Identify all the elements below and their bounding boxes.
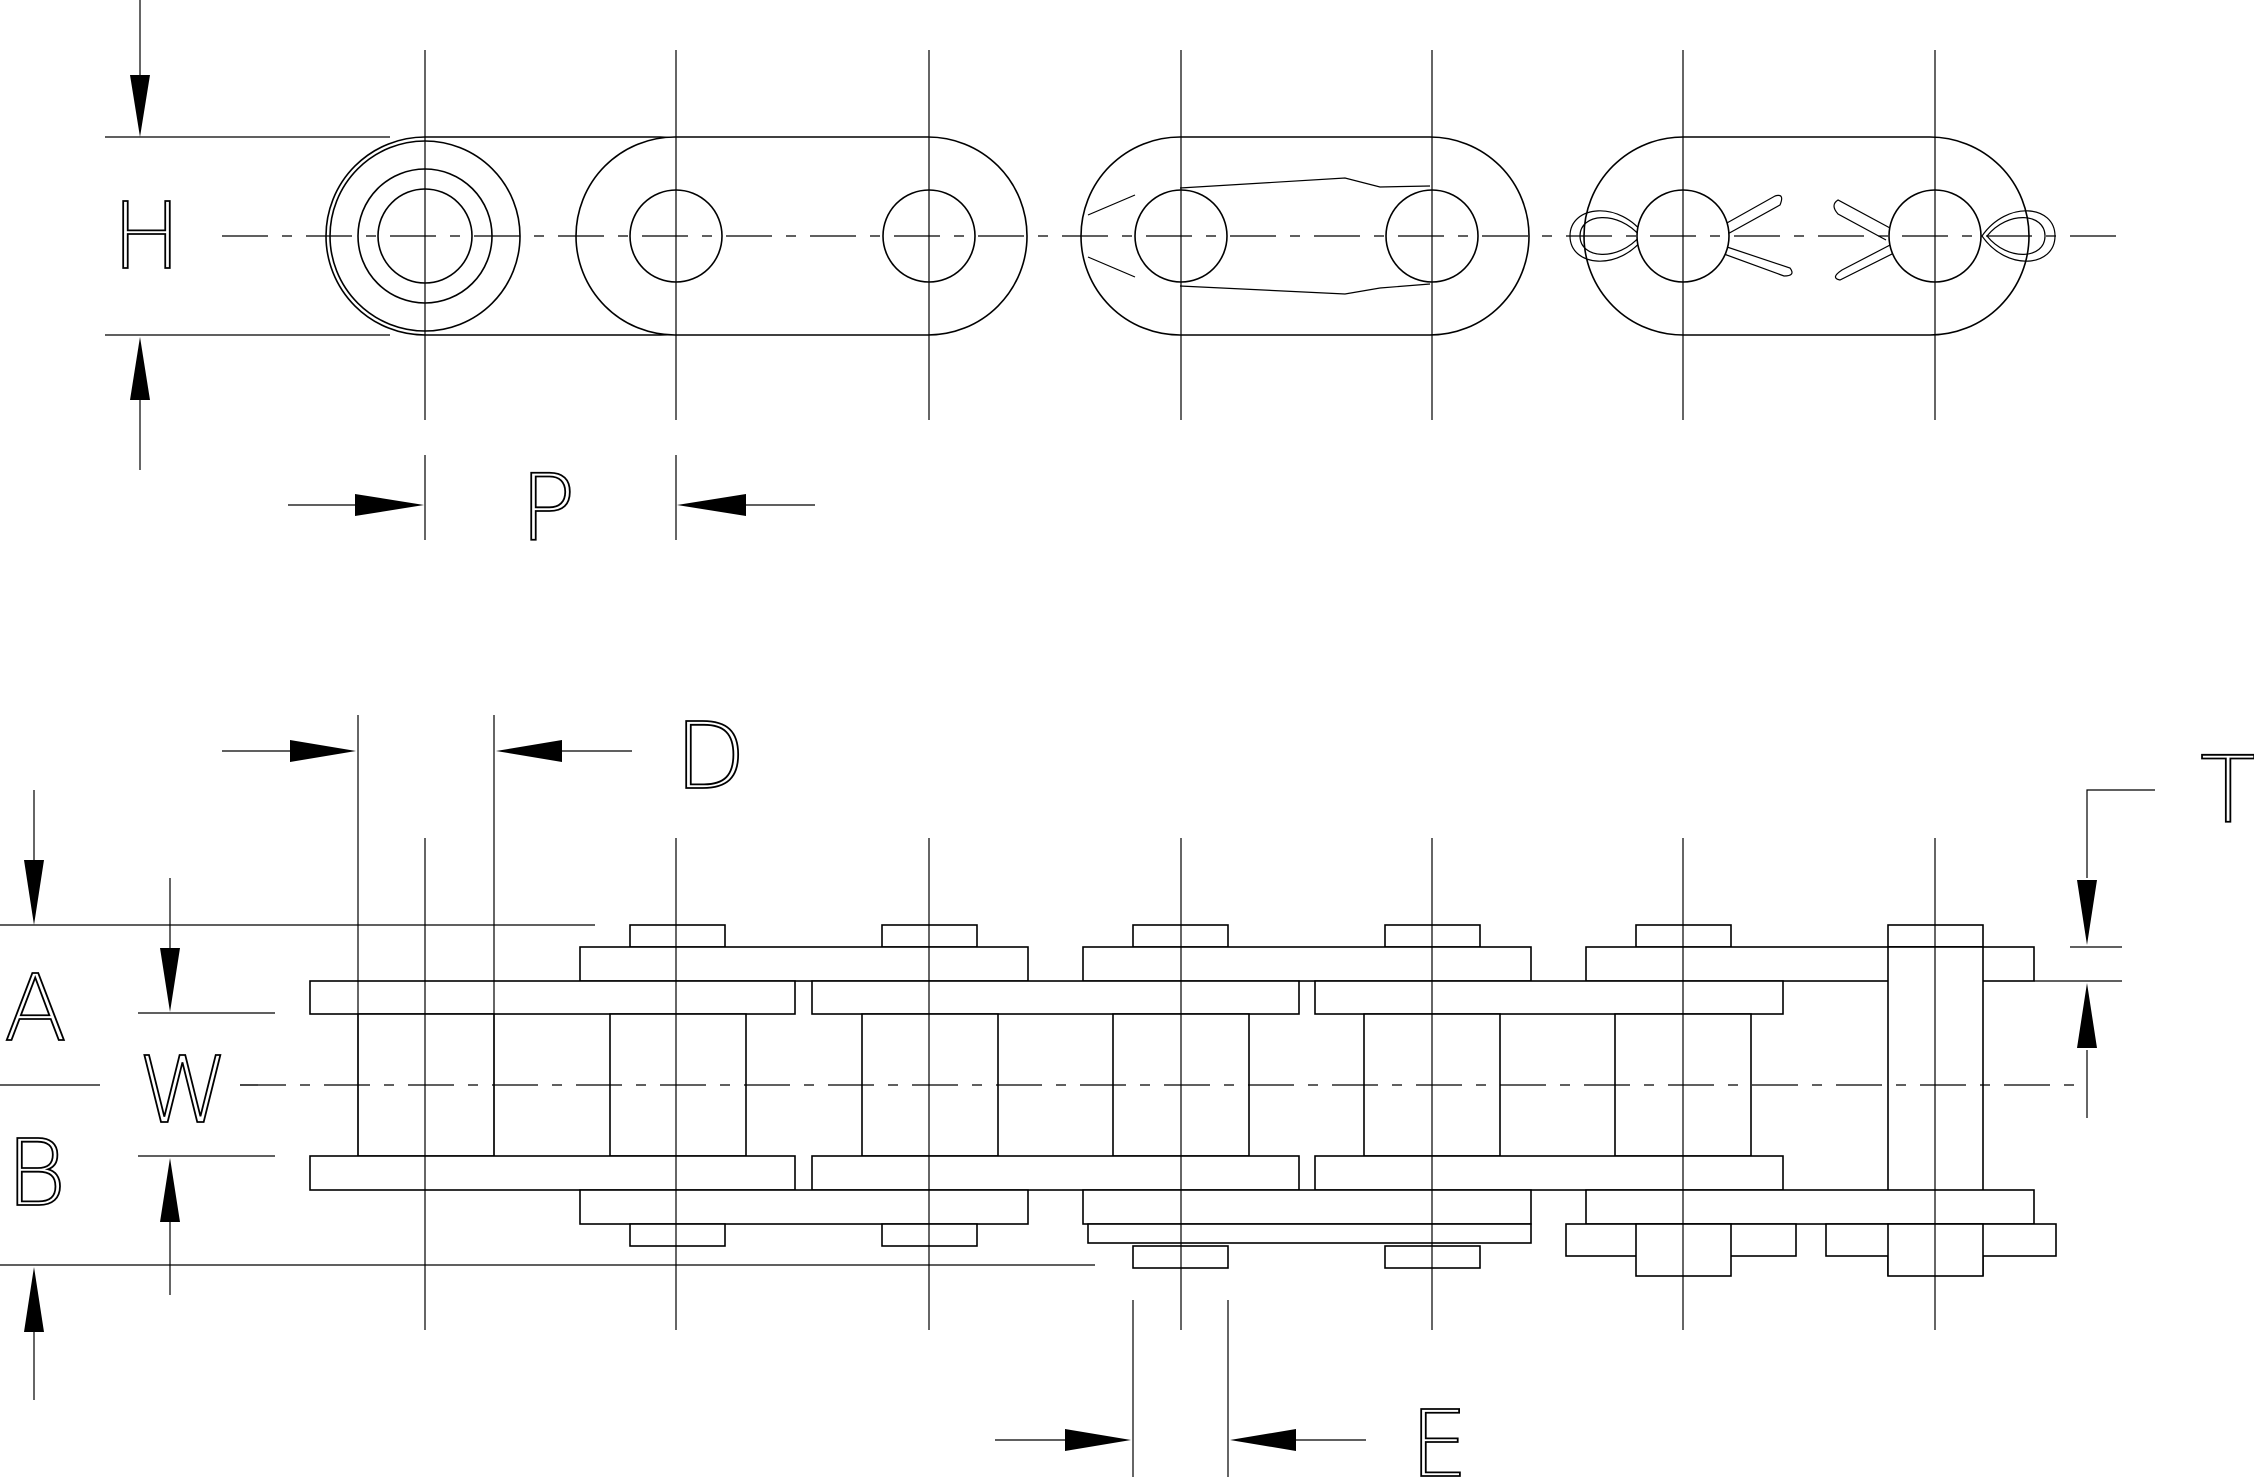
label-h: H (112, 183, 181, 290)
inner-plate-bottom-1 (309, 1155, 796, 1191)
inner-plate-top-1 (309, 980, 796, 1015)
label-e: E (1410, 1391, 1468, 1477)
inner-plate-bottom-3 (1314, 1155, 1784, 1191)
dimension-t (2034, 789, 2155, 1118)
plan-pin-lines (424, 838, 1936, 1330)
label-d: D (675, 703, 746, 810)
inner-plate-bottom-2 (811, 1155, 1300, 1191)
outer-plate-bottom-2 (1082, 1189, 1532, 1225)
dimension-d (222, 715, 632, 1156)
dimension-a-b-w (0, 790, 1095, 1400)
link-plate-2 (575, 136, 1028, 336)
outer-plate-bottom-1 (579, 1189, 1029, 1225)
outer-plate-top-1 (579, 946, 1029, 982)
offset-plate (1179, 177, 1431, 295)
outer-plate-bottom-3 (1585, 1189, 2035, 1225)
label-a: A (4, 955, 67, 1062)
outer-plate-top-2 (1082, 946, 1532, 982)
label-p: P (520, 455, 575, 562)
dimension-p (288, 455, 815, 540)
dimension-h (105, 0, 390, 470)
inner-plate-top-2 (811, 980, 1300, 1015)
plan-view: D A W B T (0, 702, 2254, 1477)
label-t: T (2200, 737, 2254, 844)
link-plate-4 (1583, 136, 2030, 336)
label-w: W (138, 1037, 229, 1144)
pin-center-lines (424, 50, 1936, 420)
inner-plate-top-3 (1314, 980, 1784, 1015)
label-b: B (6, 1120, 66, 1227)
side-view: H P (105, 0, 2120, 563)
dimension-e (995, 1300, 1366, 1477)
